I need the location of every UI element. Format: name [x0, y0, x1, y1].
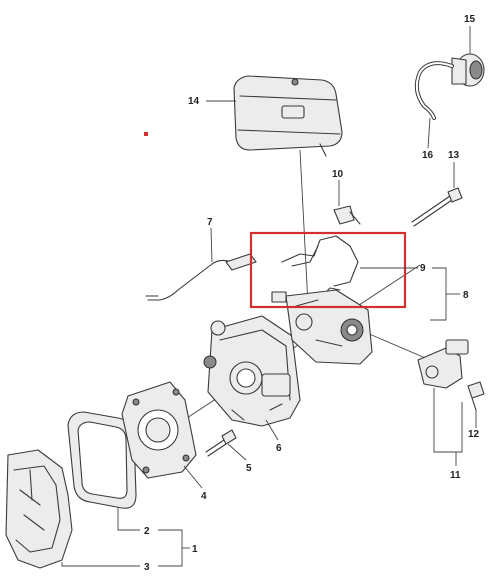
callout-3: 3	[144, 562, 150, 573]
part-7-throttle-rod	[145, 253, 257, 301]
part-3-cover	[5, 449, 73, 569]
callout-9: 9	[420, 263, 426, 274]
part-6-carburetor	[203, 315, 301, 427]
part-9-wire-linkage	[281, 235, 359, 301]
part-15-primer-bulb	[451, 53, 485, 87]
part-12-screw	[467, 381, 485, 411]
part-10-clip	[333, 205, 361, 225]
callout-1: 1	[192, 544, 198, 555]
callout-labels: 15 14 16 13 10 7 9 8 6 5 4 12 11 2 1 3	[144, 14, 480, 573]
callout-10: 10	[332, 169, 344, 180]
callout-4: 4	[201, 491, 207, 502]
part-2-gasket	[67, 411, 137, 509]
part-8-bracket	[271, 289, 373, 365]
callout-13: 13	[448, 150, 460, 161]
red-marker-dot	[144, 132, 148, 136]
part-5-screw	[205, 429, 237, 457]
callout-11: 11	[450, 470, 461, 481]
callout-leaders	[61, 26, 477, 567]
callout-6: 6	[276, 443, 282, 454]
part-16-fuel-hose	[414, 61, 454, 120]
part-11-choke-lever	[417, 339, 469, 389]
callout-5: 5	[246, 463, 252, 474]
callout-12: 12	[468, 429, 480, 440]
highlight-frame	[249, 231, 407, 309]
callout-2: 2	[144, 526, 150, 537]
callout-14: 14	[188, 96, 200, 107]
part-14-filter-cover	[233, 75, 343, 157]
callout-16: 16	[422, 150, 434, 161]
callout-8: 8	[463, 290, 469, 301]
part-4-flange	[121, 381, 197, 479]
callout-15: 15	[464, 14, 476, 25]
part-13-bolt	[411, 187, 463, 227]
callout-7: 7	[207, 217, 213, 228]
